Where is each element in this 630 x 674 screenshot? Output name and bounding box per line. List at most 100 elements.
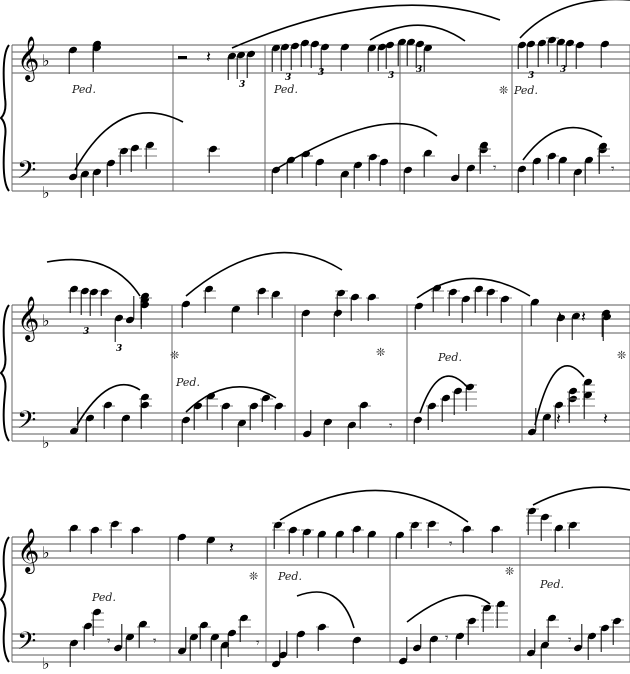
- triplet-mark: 3: [285, 73, 291, 83]
- note-head: [527, 428, 537, 436]
- note-head: [106, 159, 116, 167]
- slur: [419, 375, 469, 414]
- triplet-mark: 3: [560, 65, 566, 75]
- triplet-mark: 3: [528, 71, 534, 81]
- note-head: [410, 521, 420, 529]
- quarter-rest-icon: 𝄽: [556, 409, 561, 428]
- pedal-mark: Ped.: [513, 84, 538, 97]
- note-head: [140, 393, 150, 401]
- quarter-rest-icon: 𝄽: [581, 307, 586, 326]
- note-head: [90, 526, 100, 534]
- key-signature-flat: ♭: [42, 51, 50, 70]
- triplet-mark: 3: [388, 71, 394, 81]
- note-head: [335, 530, 345, 538]
- note-head: [237, 419, 247, 427]
- note-head: [296, 630, 306, 638]
- eighth-rest-icon: 𝄾: [611, 162, 615, 177]
- note-head: [429, 635, 439, 643]
- note-head: [85, 414, 95, 422]
- slur: [369, 24, 466, 42]
- note-head: [333, 309, 343, 317]
- pedal-mark: Ped.: [273, 83, 298, 96]
- note-head: [558, 156, 568, 164]
- key-signature-flat: ♭: [42, 543, 50, 562]
- key-signature-flat: ♭: [42, 433, 50, 452]
- note-head: [547, 36, 557, 44]
- slur: [406, 594, 491, 623]
- note-head: [500, 295, 510, 303]
- treble-notes: [68, 284, 612, 342]
- note-head: [68, 46, 78, 54]
- triplet-mark: 3: [83, 327, 89, 337]
- note-head: [427, 402, 437, 410]
- note-head: [302, 430, 312, 438]
- note-head: [208, 145, 218, 153]
- note-head: [347, 421, 357, 429]
- pedal-release-icon: ❊: [170, 349, 179, 362]
- note-head: [125, 316, 135, 324]
- note-head: [271, 44, 281, 52]
- half-rest-icon: [178, 56, 187, 59]
- note-head: [290, 42, 300, 50]
- note-head: [423, 149, 433, 157]
- treble-clef-icon: 𝄞: [17, 36, 39, 82]
- slur: [185, 386, 277, 413]
- note-head: [571, 312, 581, 320]
- treble-notes: [68, 507, 580, 564]
- note-head: [587, 632, 597, 640]
- note-head: [100, 288, 110, 296]
- note-head: [406, 38, 416, 46]
- note-head: [227, 52, 237, 60]
- note-head: [540, 513, 550, 521]
- note-head: [414, 302, 424, 310]
- bass-clef-icon: 𝄢: [17, 406, 36, 441]
- note-head: [68, 173, 78, 181]
- note-head: [466, 164, 476, 172]
- note-head: [300, 39, 310, 47]
- note-head: [110, 520, 120, 528]
- note-head: [556, 38, 566, 46]
- note-head: [377, 43, 387, 51]
- pedal-release-icon: ❊: [376, 346, 385, 359]
- note-head: [368, 153, 378, 161]
- note-head: [210, 633, 220, 641]
- note-head: [92, 40, 102, 48]
- note-head: [467, 617, 477, 625]
- treble-staff: [12, 536, 630, 566]
- note-head: [271, 166, 281, 174]
- note-head: [583, 378, 593, 386]
- key-signature-flat: ♭: [42, 311, 50, 330]
- note-head: [455, 632, 465, 640]
- treble-clef-icon: 𝄞: [17, 528, 39, 574]
- note-head: [221, 402, 231, 410]
- note-head: [340, 43, 350, 51]
- bass-staff: [12, 633, 630, 663]
- note-head: [575, 41, 585, 49]
- note-head: [125, 633, 135, 641]
- slur: [74, 112, 184, 171]
- slur: [416, 277, 531, 299]
- note-head: [547, 152, 557, 160]
- note-head: [189, 633, 199, 641]
- note-head: [573, 644, 583, 652]
- note-head: [249, 402, 259, 410]
- note-head: [317, 623, 327, 631]
- bass-notes: [68, 141, 610, 198]
- pedal-mark: Ped.: [71, 83, 96, 96]
- note-head: [583, 391, 593, 399]
- quarter-rest-icon: 𝄽: [557, 307, 562, 326]
- note-head: [131, 526, 141, 534]
- note-head: [320, 43, 330, 51]
- pedal-release-icon: ❊: [617, 349, 626, 362]
- note-head: [301, 309, 311, 317]
- key-signature-flat: ♭: [42, 654, 50, 673]
- note-head: [140, 401, 150, 409]
- slur: [519, 0, 630, 39]
- note-head: [397, 38, 407, 46]
- note-head: [612, 617, 622, 625]
- note-head: [177, 533, 187, 541]
- note-head: [584, 156, 594, 164]
- note-head: [517, 165, 527, 173]
- system-3: 𝄞𝄢♭♭Ped.❊Ped.❊Ped.: [0, 486, 630, 673]
